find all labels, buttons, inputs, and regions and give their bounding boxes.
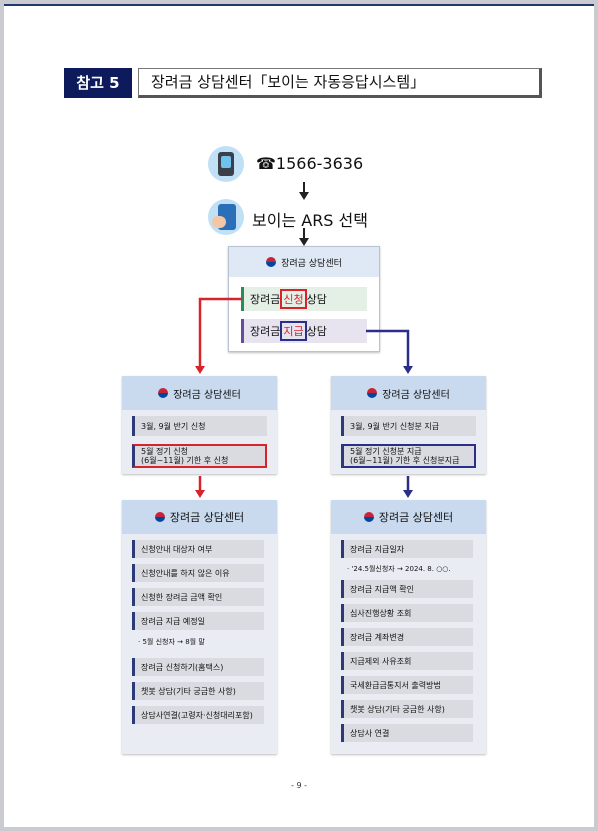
apply-highlight: 신청 bbox=[280, 289, 307, 309]
menu-item[interactable]: 3월, 9월 반기 신청 bbox=[132, 416, 267, 436]
taegeuk-logo-icon bbox=[367, 388, 378, 398]
taegeuk-logo-icon bbox=[158, 388, 169, 398]
schedule-note: · '24.5월신청자 → 2024. 8. ○○. bbox=[347, 565, 451, 573]
panel-header: 장려금 상담센터 bbox=[331, 376, 486, 410]
menu-item[interactable]: 챗봇 상담(기타 궁금한 사항) bbox=[132, 682, 264, 700]
page-title: 장려금 상담센터「보이는 자동응답시스템」 bbox=[138, 68, 542, 98]
apply-detail-panel: 장려금 상담센터 신청안내 대상자 여부 신청안내를 하지 않은 이유 신청한 … bbox=[122, 500, 277, 754]
apply-submenu-panel: 장려금 상담센터 3월, 9월 반기 신청 5월 정기 신청 (6월~11월) … bbox=[122, 376, 277, 474]
red-connector bbox=[198, 297, 242, 366]
taegeuk-logo-icon bbox=[266, 257, 277, 267]
menu-item[interactable]: 상담사연결(고령자·신청대리포함) bbox=[132, 706, 264, 724]
menu-item[interactable]: 장려금 지급액 확인 bbox=[341, 580, 473, 598]
menu-item[interactable]: 국세환급금통지서 출력방법 bbox=[341, 676, 473, 694]
menu-item[interactable]: 장려금 신청하기(홈택스) bbox=[132, 658, 264, 676]
taegeuk-logo-icon bbox=[154, 512, 165, 522]
arrow-line bbox=[303, 182, 305, 194]
pay-submenu-panel: 장려금 상담센터 3월, 9월 반기 신청분 지급 5월 정기 신청분 지급 (… bbox=[331, 376, 486, 474]
taegeuk-logo-icon bbox=[363, 512, 374, 522]
flow-connectors bbox=[195, 297, 413, 498]
blue-connector bbox=[366, 329, 410, 366]
menu-item[interactable]: 3월, 9월 반기 신청분 지급 bbox=[341, 416, 476, 436]
pay-detail-panel: 장려금 상담센터 장려금 지급일자 · '24.5월신청자 → 2024. 8.… bbox=[331, 500, 486, 754]
ars-phone-icon bbox=[208, 199, 244, 235]
menu-item-highlighted[interactable]: 5월 정기 신청 (6월~11월) 기한 후 신청 bbox=[132, 444, 267, 468]
blue-arrow-head bbox=[403, 366, 413, 374]
arrow-down-icon bbox=[299, 238, 309, 246]
panel-header: 장려금 상담센터 bbox=[331, 500, 486, 534]
menu-item[interactable]: 챗봇 상담(기타 궁금한 사항) bbox=[341, 700, 473, 718]
panel-header: 장려금 상담센터 bbox=[122, 500, 277, 534]
reference-tag: 참고 5 bbox=[64, 68, 132, 98]
menu-item[interactable]: 장려금 지급일자 bbox=[341, 540, 473, 558]
phone-icon bbox=[208, 146, 244, 182]
menu-item[interactable]: 신청안내를 하지 않은 이유 bbox=[132, 564, 264, 582]
menu-item[interactable]: 장려금 지급 예정일 bbox=[132, 612, 264, 630]
menu-item[interactable]: 지급제외 사유조회 bbox=[341, 652, 473, 670]
menu-item[interactable]: 신청안내 대상자 여부 bbox=[132, 540, 264, 558]
panel-header: 장려금 상담센터 bbox=[229, 247, 379, 277]
panel-header: 장려금 상담센터 bbox=[122, 376, 277, 410]
menu-item[interactable]: 심사진행상황 조회 bbox=[341, 604, 473, 622]
red-arrow-head-2 bbox=[195, 490, 205, 498]
page-number: - 9 - bbox=[291, 781, 307, 790]
ars-select: 보이는 ARS 선택 bbox=[252, 211, 368, 230]
blue-arrow-head-2 bbox=[403, 490, 413, 498]
arrow-down-icon bbox=[299, 192, 309, 200]
schedule-note: · 5월 신청자 → 8월 말 bbox=[138, 638, 205, 646]
menu-item[interactable]: 상담사 연결 bbox=[341, 724, 473, 742]
menu-item[interactable]: 장려금 계좌변경 bbox=[341, 628, 473, 646]
phone-number: ☎1566-3636 bbox=[256, 154, 364, 173]
menu-item-highlighted[interactable]: 5월 정기 신청분 지급 (6월~11월) 기한 후 신청분지급 bbox=[341, 444, 476, 468]
arrow-line bbox=[303, 228, 305, 240]
document-page: 참고 5 장려금 상담센터「보이는 자동응답시스템」 ☎1566-3636 보이… bbox=[4, 4, 594, 827]
menu-item[interactable]: 신청한 장려금 금액 확인 bbox=[132, 588, 264, 606]
pay-highlight: 지급 bbox=[280, 321, 307, 341]
red-arrow-head bbox=[195, 366, 205, 374]
